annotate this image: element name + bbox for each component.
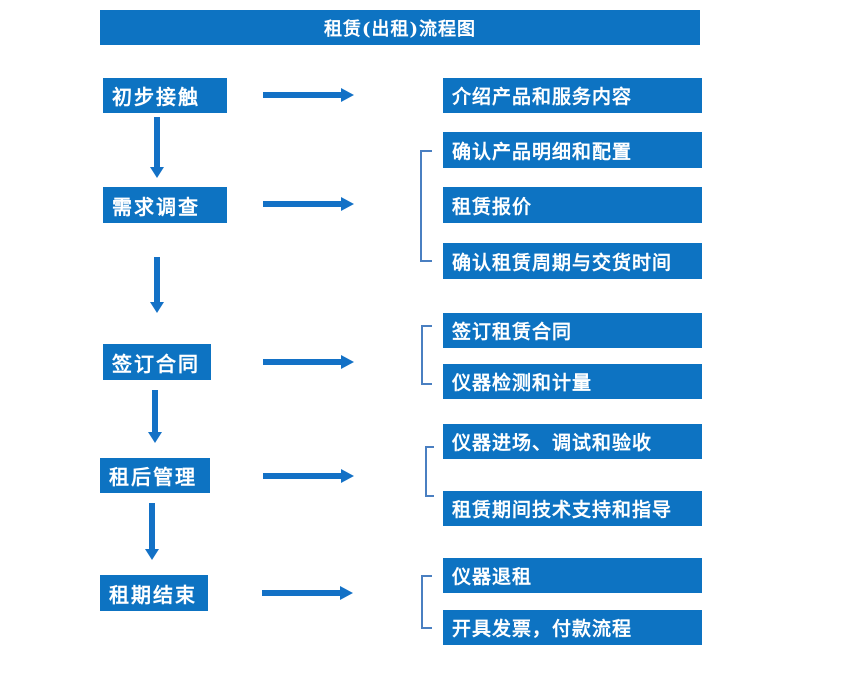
arrow-right-head (341, 197, 354, 211)
arrow-right-head (341, 469, 354, 483)
arrow-right-shaft (263, 201, 341, 207)
arrow-down-shaft (154, 117, 160, 167)
arrow-right-head (340, 586, 353, 600)
group-bracket-rental-end (421, 575, 432, 629)
arrow-right-shaft (263, 473, 341, 479)
arrow-down-shaft (149, 503, 155, 549)
arrow-right-shaft (263, 359, 341, 365)
flowchart-title: 租赁(出租)流程图 (323, 18, 477, 40)
arrow-down-head (150, 167, 164, 178)
arrow-right-head (341, 88, 354, 102)
arrow-down-head (150, 302, 164, 313)
group-bracket-post-rental (425, 446, 434, 497)
arrow-right-shaft (263, 92, 341, 98)
output-box-confirm-rental-period: 确认租赁周期与交货时间 (443, 243, 702, 279)
arrow-down-shaft (154, 257, 160, 302)
output-box-instrument-return: 仪器退租 (443, 558, 702, 593)
output-box-technical-support: 租赁期间技术支持和指导 (443, 491, 702, 526)
arrow-down-head (145, 549, 159, 560)
arrow-down-head (148, 432, 162, 443)
output-box-sign-rental-contract: 签订租赁合同 (443, 313, 702, 348)
arrow-right-shaft (262, 590, 340, 596)
stage-box-post-rental-management: 租后管理 (100, 458, 210, 493)
output-box-rental-quotation: 租赁报价 (443, 187, 702, 223)
stage-box-initial-contact: 初步接触 (103, 78, 227, 113)
output-box-introduce-products: 介绍产品和服务内容 (443, 78, 702, 113)
flowchart-title-banner: 租赁(出租)流程图 (100, 10, 700, 45)
stage-box-rental-end: 租期结束 (100, 575, 208, 611)
group-bracket-sign-contract (421, 325, 432, 385)
stage-box-sign-contract: 签订合同 (103, 344, 211, 380)
output-box-confirm-product-details: 确认产品明细和配置 (443, 132, 702, 168)
output-box-instrument-setup: 仪器进场、调试和验收 (443, 424, 702, 459)
arrow-down-shaft (152, 390, 158, 432)
arrow-right-head (341, 355, 354, 369)
stage-box-demand-survey: 需求调查 (103, 187, 227, 223)
output-box-invoice-payment: 开具发票，付款流程 (443, 610, 702, 645)
output-box-instrument-testing: 仪器检测和计量 (443, 364, 702, 399)
group-bracket-demand-survey (420, 150, 432, 262)
